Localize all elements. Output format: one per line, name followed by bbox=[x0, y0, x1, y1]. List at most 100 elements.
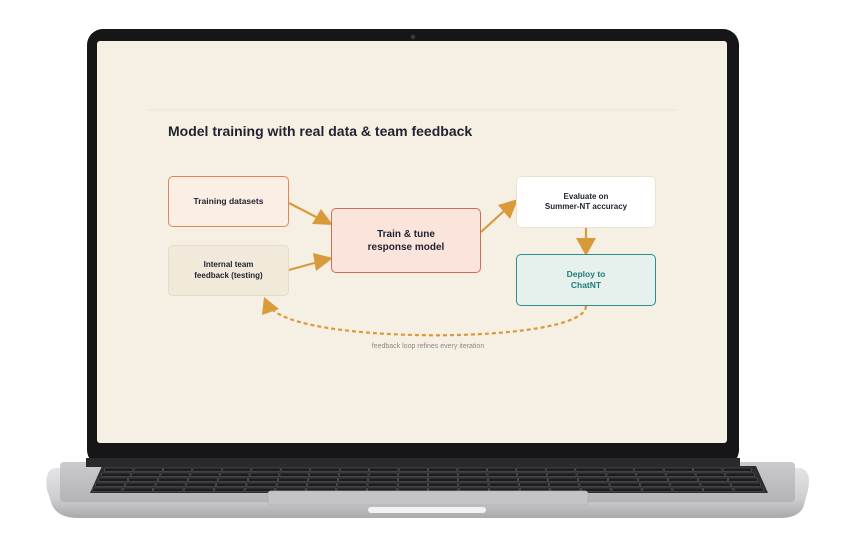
key bbox=[698, 477, 728, 482]
key bbox=[428, 477, 458, 482]
key bbox=[307, 482, 337, 487]
key bbox=[398, 467, 428, 472]
key bbox=[609, 482, 640, 487]
key bbox=[517, 472, 547, 477]
feedback-loop-caption: feedback loop refines every iteration bbox=[371, 343, 485, 350]
arrowhead-internal bbox=[313, 253, 333, 271]
arrowhead-deploy bbox=[576, 238, 596, 256]
arrowhead-feedback bbox=[262, 297, 279, 315]
key bbox=[549, 482, 580, 487]
key bbox=[192, 467, 222, 472]
key bbox=[214, 487, 245, 492]
node-label: Training datasets bbox=[193, 195, 264, 206]
key bbox=[722, 467, 752, 472]
node-evaluate: Evaluate on Summer-NT accuracy bbox=[516, 176, 656, 228]
key bbox=[575, 467, 605, 472]
key bbox=[131, 472, 161, 477]
key bbox=[398, 472, 428, 477]
key bbox=[190, 472, 220, 477]
key bbox=[516, 467, 546, 472]
node-deploy: Deploy to ChatNT bbox=[516, 254, 656, 306]
key bbox=[279, 472, 309, 477]
keyboard-keys bbox=[92, 467, 764, 492]
key bbox=[576, 472, 607, 477]
key bbox=[92, 487, 123, 492]
key bbox=[278, 477, 308, 482]
key bbox=[579, 482, 610, 487]
key bbox=[163, 467, 193, 472]
key bbox=[733, 487, 764, 492]
key bbox=[188, 477, 218, 482]
key bbox=[670, 482, 701, 487]
key bbox=[666, 472, 696, 477]
key bbox=[546, 467, 575, 472]
key bbox=[133, 467, 163, 472]
key bbox=[398, 482, 428, 487]
key bbox=[249, 472, 280, 477]
key bbox=[487, 467, 517, 472]
slide-title: Model training with real data & team fee… bbox=[168, 123, 473, 139]
key bbox=[98, 477, 128, 482]
key bbox=[731, 482, 761, 487]
key bbox=[248, 477, 278, 482]
key bbox=[246, 482, 277, 487]
key bbox=[281, 467, 310, 472]
key bbox=[700, 482, 731, 487]
key bbox=[488, 482, 519, 487]
key bbox=[339, 472, 369, 477]
key bbox=[693, 467, 723, 472]
key bbox=[251, 467, 281, 472]
arrowheads bbox=[262, 199, 596, 315]
key bbox=[222, 467, 251, 472]
key bbox=[158, 477, 188, 482]
key bbox=[578, 477, 608, 482]
key bbox=[104, 467, 134, 472]
key bbox=[668, 477, 698, 482]
key bbox=[488, 477, 518, 482]
key bbox=[458, 482, 489, 487]
key bbox=[638, 477, 668, 482]
key bbox=[703, 487, 734, 492]
key bbox=[428, 467, 458, 472]
key bbox=[186, 482, 216, 487]
camera-icon bbox=[410, 34, 416, 40]
key bbox=[339, 467, 369, 472]
key bbox=[183, 487, 214, 492]
key bbox=[122, 487, 153, 492]
node-label-line2: ChatNT bbox=[570, 280, 602, 290]
key bbox=[95, 482, 125, 487]
key bbox=[725, 472, 755, 477]
key bbox=[153, 487, 184, 492]
key bbox=[663, 467, 693, 472]
key bbox=[611, 487, 642, 492]
key bbox=[672, 487, 703, 492]
key bbox=[581, 487, 611, 492]
trackpad bbox=[267, 490, 589, 506]
feedback-loop-arrow bbox=[269, 305, 588, 337]
key bbox=[695, 472, 725, 477]
key bbox=[606, 472, 636, 477]
key bbox=[128, 477, 158, 482]
key bbox=[155, 482, 186, 487]
key bbox=[308, 477, 338, 482]
key bbox=[642, 487, 673, 492]
key bbox=[458, 472, 488, 477]
key bbox=[487, 472, 517, 477]
key bbox=[728, 477, 758, 482]
key bbox=[605, 467, 634, 472]
key bbox=[428, 482, 458, 487]
arrow-training-to-train bbox=[288, 202, 319, 219]
key bbox=[125, 482, 156, 487]
key bbox=[337, 482, 368, 487]
key bbox=[640, 482, 670, 487]
key bbox=[368, 472, 398, 477]
node-label-line1: Train & tune bbox=[377, 228, 435, 240]
key bbox=[220, 472, 250, 477]
key bbox=[547, 472, 577, 477]
key bbox=[636, 472, 666, 477]
key bbox=[518, 477, 548, 482]
key bbox=[428, 472, 458, 477]
key bbox=[398, 477, 428, 482]
key bbox=[101, 472, 131, 477]
